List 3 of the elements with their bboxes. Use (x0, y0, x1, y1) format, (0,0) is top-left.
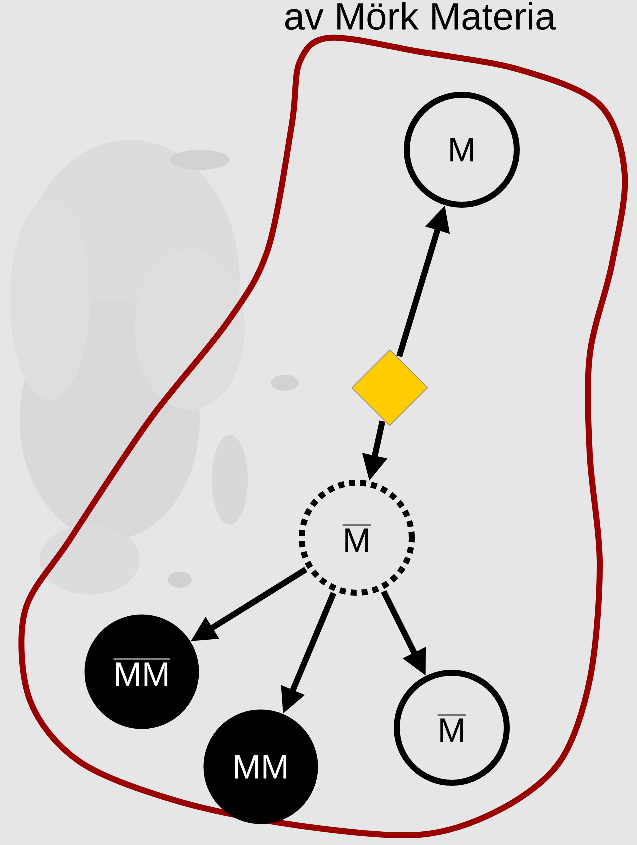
heading-text: av Mörk Materia (285, 2, 556, 30)
decision-diamond (352, 350, 428, 426)
region-outline (18, 34, 628, 839)
